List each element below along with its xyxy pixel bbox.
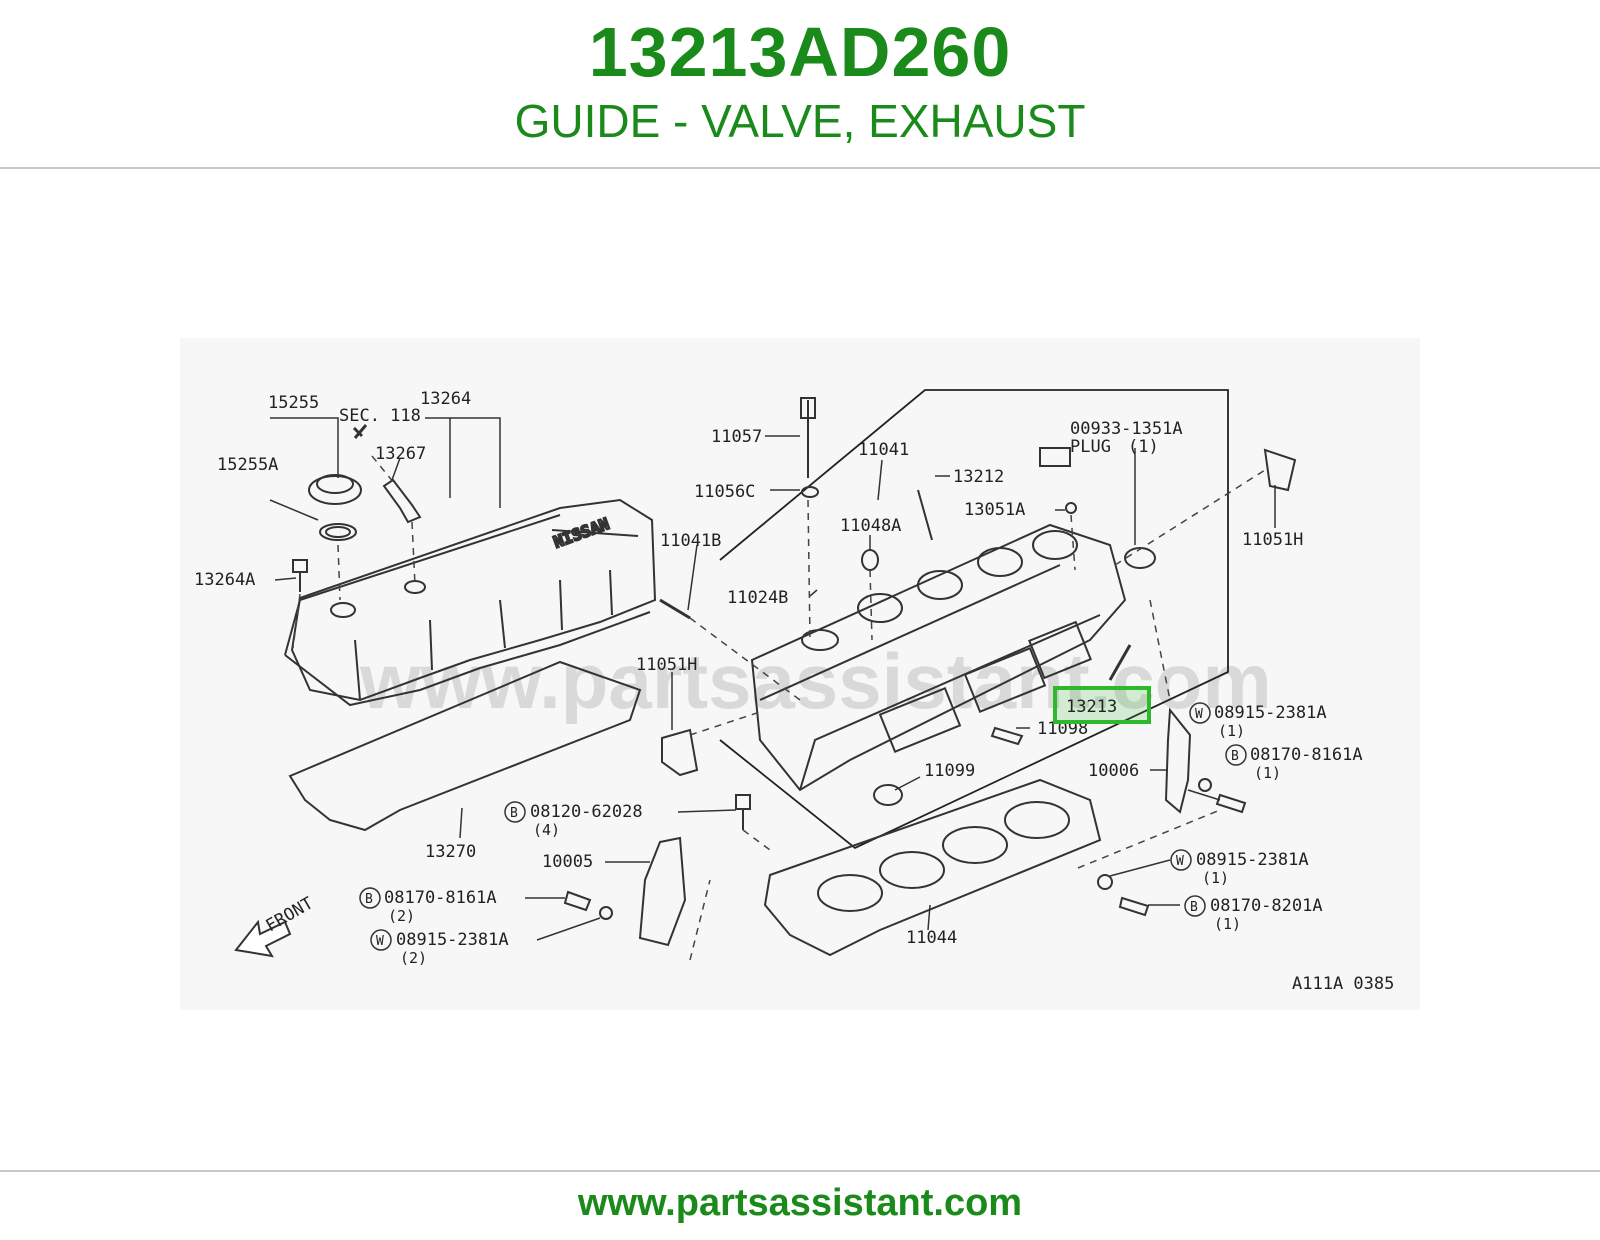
assembly-frame — [719, 389, 1229, 850]
label-13213: 13213 — [1066, 697, 1117, 717]
label-08120-62028: 08120-62028 — [530, 802, 643, 822]
bolt-marker: B — [510, 806, 518, 821]
label-08915-2381a-bottom-qty: (1) — [1202, 869, 1229, 887]
label-13267: 13267 — [375, 444, 426, 464]
label-00933-1351a: 00933-1351A — [1070, 419, 1183, 439]
label-11048a: 11048A — [840, 516, 901, 536]
label-08915-2381a-left: 08915-2381A — [396, 930, 509, 950]
label-11024b: 11024B — [727, 588, 788, 608]
page-header: 13213AD260 GUIDE - VALVE, EXHAUST — [0, 0, 1600, 170]
diagram-labels: 15255 SEC. 118 13264 15255A 13267 13264A… — [194, 389, 1394, 994]
diagram-watermark: www.partsassistant.com — [359, 637, 1272, 725]
engine-slinger-right — [1164, 707, 1192, 814]
label-11044: 11044 — [906, 928, 957, 948]
label-11099: 11099 — [924, 761, 975, 781]
label-08170-8161a-right: 08170-8161A — [1250, 745, 1363, 765]
label-08170-8161a-right-qty: (1) — [1254, 764, 1281, 782]
label-sec118: SEC. 118 — [339, 406, 421, 426]
part-number-title: 13213AD260 — [588, 13, 1012, 91]
label-13212: 13212 — [953, 467, 1004, 487]
front-label: FRONT — [263, 893, 317, 936]
rocker-cover-gasket — [288, 660, 642, 832]
engine-slinger-left — [638, 836, 687, 947]
label-plug: PLUG — [1070, 437, 1111, 457]
label-11041b: 11041B — [660, 531, 721, 551]
diagram-background — [180, 338, 1420, 1010]
front-arrow-icon — [234, 919, 292, 958]
label-13051a: 13051A — [964, 500, 1025, 520]
head-gasket — [763, 778, 1102, 957]
bolt-marker: B — [365, 892, 373, 907]
bolts-washers — [563, 397, 1297, 920]
label-15255: 15255 — [268, 393, 319, 413]
label-11051h-top: 11051H — [1242, 530, 1303, 550]
bolt-marker: B — [1190, 900, 1198, 915]
label-13270: 13270 — [425, 842, 476, 862]
label-08915-2381a-bottom: 08915-2381A — [1196, 850, 1309, 870]
label-plug-qty: (1) — [1128, 437, 1159, 457]
bolt-marker: B — [1231, 749, 1239, 764]
label-08170-8201a: 08170-8201A — [1210, 896, 1323, 916]
footer-divider — [0, 1170, 1600, 1172]
cover-bolt — [292, 559, 308, 592]
part-description: GUIDE - VALVE, EXHAUST — [514, 95, 1086, 147]
label-08170-8161a-left-qty: (2) — [388, 907, 415, 925]
label-11051h-left: 11051H — [636, 655, 697, 675]
label-10005: 10005 — [542, 852, 593, 872]
label-08915-2381a-left-qty: (2) — [400, 949, 427, 967]
washer-marker: W — [1176, 854, 1184, 869]
cylinder-head — [750, 523, 1156, 792]
washer-marker: W — [1195, 707, 1203, 722]
label-13264a: 13264A — [194, 570, 255, 590]
label-11057: 11057 — [711, 427, 762, 447]
site-url-link[interactable]: www.partsassistant.com — [577, 1182, 1023, 1224]
label-08170-8201a-qty: (1) — [1214, 915, 1241, 933]
label-13264: 13264 — [420, 389, 471, 409]
dashed-leaders — [292, 455, 1266, 961]
label-11041: 11041 — [858, 440, 909, 460]
label-08170-8161a-left: 08170-8161A — [384, 888, 497, 908]
pcv-valve — [352, 424, 422, 524]
solid-leaders — [269, 417, 1276, 941]
label-08915-2381a-right-qty: (1) — [1218, 722, 1245, 740]
label-08915-2381a-right: 08915-2381A — [1214, 703, 1327, 723]
washer-marker: W — [376, 934, 384, 949]
highlighted-part-callout[interactable]: 13213 — [1053, 686, 1151, 724]
figure-code: A111A 0385 — [1292, 974, 1394, 994]
header-divider — [0, 167, 1600, 169]
label-15255a: 15255A — [217, 455, 278, 475]
label-10006: 10006 — [1088, 761, 1139, 781]
label-08120-62028-qty: (4) — [533, 821, 560, 839]
nissan-logo-text: NISSAN — [551, 514, 612, 552]
oil-filler-cap — [308, 474, 362, 541]
label-11056c: 11056C — [694, 482, 755, 502]
